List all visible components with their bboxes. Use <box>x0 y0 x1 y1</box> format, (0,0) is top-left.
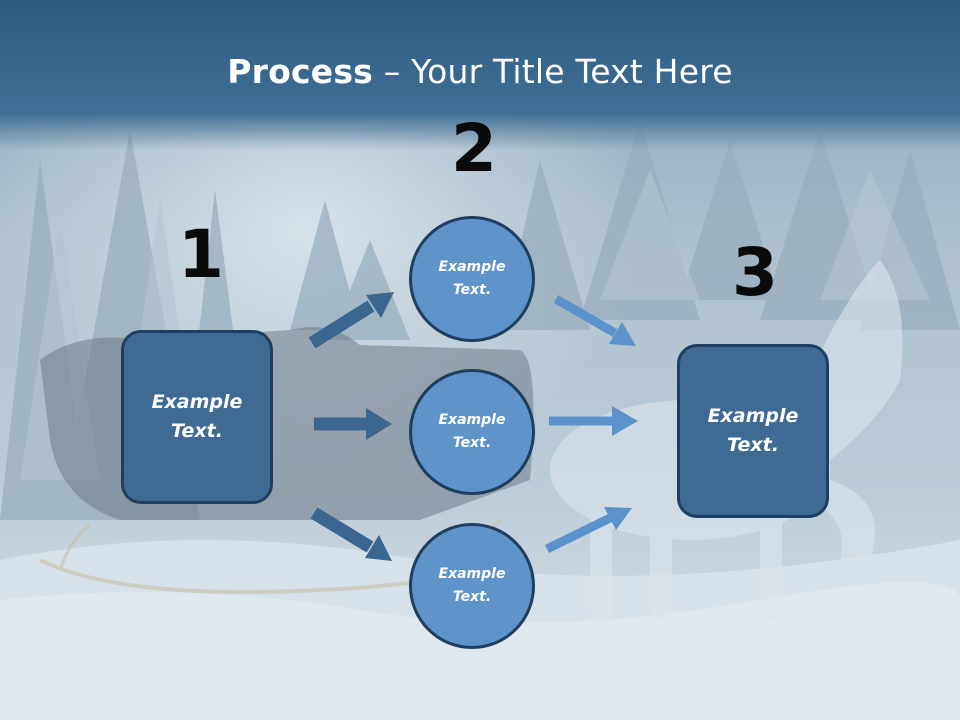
arrow-circle2-to-box3 <box>549 406 638 436</box>
arrow-box1-to-circle3 <box>310 507 392 561</box>
arrow-box1-to-circle1 <box>308 292 394 349</box>
step-number-2: 2 <box>451 110 497 187</box>
circle-text: Example Text. <box>438 259 506 298</box>
step-2-circle-middle: Example Text. <box>409 369 535 495</box>
step-3-box: Example Text. <box>677 344 829 518</box>
arrow-box1-to-circle2 <box>314 408 392 440</box>
step-2-circle-bottom: Example Text. <box>409 523 535 649</box>
arrow-circle1-to-box3 <box>553 295 636 346</box>
title-bold: Process <box>227 52 374 91</box>
slide-title: Process – Your Title Text Here <box>0 52 960 91</box>
step-1-box: Example Text. <box>121 330 273 504</box>
step-number-3: 3 <box>732 234 778 311</box>
step-3-text: Example Text. <box>707 405 799 456</box>
step-1-text: Example Text. <box>151 391 243 442</box>
title-bar <box>0 0 960 150</box>
arrow-circle3-to-box3 <box>545 507 632 554</box>
title-rest: – Your Title Text Here <box>373 52 733 91</box>
step-number-1: 1 <box>178 216 224 293</box>
circle-text: Example Text. <box>438 412 506 451</box>
step-2-circle-top: Example Text. <box>409 216 535 342</box>
circle-text: Example Text. <box>438 566 506 605</box>
